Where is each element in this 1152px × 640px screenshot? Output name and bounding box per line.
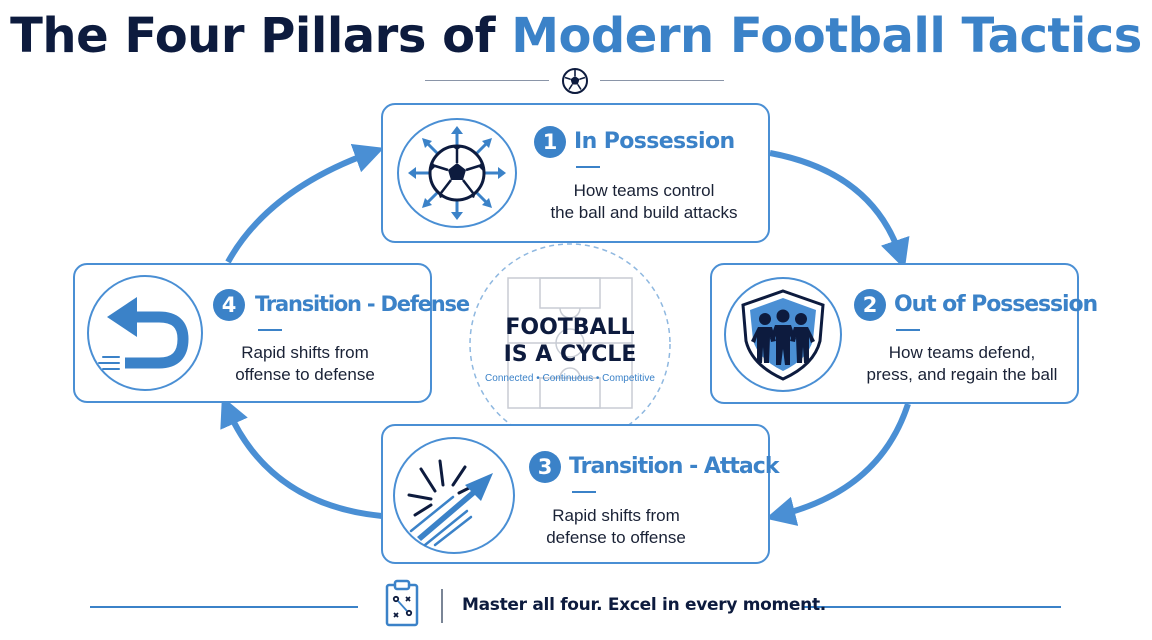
title-part-1: The Four Pillars of: [10, 8, 512, 64]
cycle-arrow-4-to-1: [225, 144, 385, 264]
pillar-card-transition-defense: 4 Transition - Defense Rapid shifts from…: [73, 263, 470, 403]
pillar-description: How teams control the ball and build att…: [541, 180, 747, 224]
title-part-2: Modern Football Tactics: [511, 8, 1142, 64]
pillar-number-badge: 3: [529, 451, 561, 483]
cycle-arrow-3-to-4: [220, 396, 383, 519]
center-tag: Connected: [485, 373, 534, 384]
pillar-title-underline: [258, 329, 282, 331]
pillar-icon-circle: [87, 275, 203, 391]
pillar-title: Transition - Attack: [569, 454, 779, 479]
center-tag: Competitive: [602, 373, 655, 384]
pillar-title: Transition - Defense: [255, 292, 470, 316]
center-tag: Continuous: [542, 373, 594, 384]
desc-line-1: Rapid shifts from: [241, 343, 369, 362]
pillar-card-out-of-possession: 2 Out of Possession How teams defend, pr…: [710, 263, 1098, 404]
footer-divider: [441, 589, 443, 623]
ball-with-arrows-icon: [408, 126, 506, 220]
desc-line-1: How teams control: [573, 181, 715, 200]
title-divider-right: [600, 80, 724, 81]
pillar-title-underline: [576, 166, 600, 168]
title-divider-left: [425, 80, 549, 81]
pillar-title: In Possession: [574, 129, 735, 154]
soccer-ball-icon: [562, 68, 588, 94]
pillar-description: Rapid shifts from defense to offense: [531, 505, 701, 549]
shield-players-icon: [741, 289, 825, 381]
desc-line-2: press, and regain the ball: [866, 365, 1058, 384]
burst-arrow-icon: [407, 459, 493, 547]
pillar-card-transition-attack: 3 Transition - Attack Rapid shifts from …: [381, 424, 779, 564]
pillar-card-in-possession: 1 In Possession How teams control the ba…: [381, 103, 770, 243]
desc-line-2: the ball and build attacks: [550, 203, 738, 222]
pillar-title-underline: [572, 491, 596, 493]
pillar-number-badge: 4: [213, 289, 245, 321]
pillar-icon-circle: [724, 277, 842, 392]
desc-line-2: defense to offense: [546, 528, 686, 547]
pillar-description: How teams defend, press, and regain the …: [862, 342, 1062, 386]
clipboard-tactics-icon: [385, 579, 419, 627]
center-line-1: FOOTBALL: [505, 315, 635, 340]
desc-line-1: Rapid shifts from: [552, 506, 680, 525]
footer-rule-left: [90, 606, 358, 608]
desc-line-1: How teams defend,: [888, 343, 1036, 362]
tag-separator: •: [595, 373, 600, 384]
page-title: The Four Pillars of Modern Football Tact…: [0, 8, 1152, 64]
center-line-2: IS A CYCLE: [503, 342, 637, 367]
tag-separator: •: [536, 373, 540, 384]
pillar-description: Rapid shifts from offense to defense: [225, 342, 385, 386]
center-label: FOOTBALL IS A CYCLE: [470, 314, 670, 368]
center-tags: Connected • Continuous • Competitive: [470, 373, 670, 384]
desc-line-2: offense to defense: [235, 365, 375, 384]
pillar-icon-circle: [397, 118, 517, 228]
cycle-arrow-1-to-2: [769, 150, 910, 270]
pillar-number-badge: 1: [534, 126, 566, 158]
footer-tagline: Master all four. Excel in every moment.: [462, 595, 826, 615]
pillar-title: Out of Possession: [894, 292, 1098, 317]
pillar-icon-circle: [393, 437, 515, 554]
u-turn-arrow-icon: [98, 297, 189, 370]
footer-rule-right: [802, 606, 1061, 608]
cycle-arrow-2-to-3: [765, 403, 911, 526]
pitch-outline-icon: [507, 277, 633, 409]
pillar-title-underline: [896, 329, 920, 331]
pillar-number-badge: 2: [854, 289, 886, 321]
